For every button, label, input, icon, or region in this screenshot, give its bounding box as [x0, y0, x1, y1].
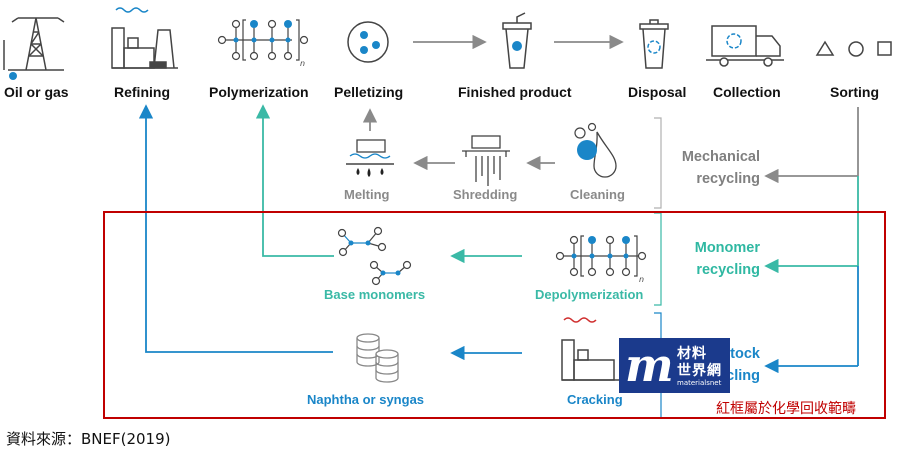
svg-text:n: n — [300, 59, 305, 68]
step-polymerization: Polymerization — [209, 84, 309, 100]
category-mechanical-line2: recycling — [696, 171, 760, 187]
melting-icon — [346, 139, 394, 177]
logo-line3: materialsnet — [677, 379, 722, 387]
step-pelletizing: Pelletizing — [334, 84, 404, 100]
depolymerization-icon: n — [555, 235, 647, 284]
category-mechanical-recycling: Mechanical recycling — [664, 146, 760, 190]
step-disposal: Disposal — [628, 84, 687, 100]
barrels-icon — [356, 333, 399, 383]
arrow-monomers-to-polymerization — [255, 104, 334, 257]
refinery-icon — [111, 7, 178, 69]
step-collection: Collection — [713, 84, 781, 100]
arrow-naphtha-to-refining — [138, 104, 333, 353]
step-cracking: Cracking — [567, 392, 623, 407]
category-mechanical-line1: Mechanical — [681, 149, 760, 165]
step-sorting: Sorting — [830, 84, 879, 100]
step-refining: Refining — [114, 84, 170, 100]
step-base-monomers: Base monomers — [324, 287, 426, 302]
bin-icon — [639, 19, 669, 69]
category-monomer-line2: recycling — [696, 262, 760, 278]
cleaning-drops-icon — [574, 122, 617, 178]
cup-icon — [502, 12, 532, 69]
source-caption: 資料來源：BNEF(2019) — [6, 430, 171, 448]
logo-m-glyph: m — [625, 338, 674, 392]
chemical-recycling-frame — [103, 211, 886, 419]
logo-line1: 材料 — [677, 346, 707, 362]
bracket-monomer — [654, 212, 662, 306]
step-melting: Melting — [344, 187, 390, 202]
base-monomers-icon — [337, 226, 412, 286]
step-finished-product: Finished product — [458, 84, 572, 100]
shredder-icon — [462, 135, 510, 186]
polymer-chain-icon: n — [217, 19, 309, 68]
step-cleaning: Cleaning — [570, 187, 625, 202]
category-monomer-recycling: Monomer recycling — [664, 237, 760, 281]
oil-derrick-icon — [3, 17, 65, 80]
bracket-mechanical — [654, 117, 662, 209]
truck-icon — [706, 25, 784, 67]
materialsnet-logo: m 材料 世界網 materialsnet — [619, 338, 730, 393]
svg-text:n: n — [639, 275, 644, 284]
cracking-icon — [561, 317, 620, 381]
pellets-icon — [347, 21, 389, 63]
shapes-icon — [815, 40, 892, 57]
chemical-recycling-note: 紅框屬於化學回收範疇 — [716, 401, 856, 417]
step-depolymerization: Depolymerization — [535, 287, 644, 302]
logo-line2: 世界網 — [677, 363, 722, 379]
step-oil-or-gas: Oil or gas — [4, 84, 69, 100]
step-naphtha-or-syngas: Naphtha or syngas — [307, 392, 425, 407]
category-monomer-line1: Monomer — [694, 240, 760, 256]
step-shredding: Shredding — [453, 187, 518, 202]
